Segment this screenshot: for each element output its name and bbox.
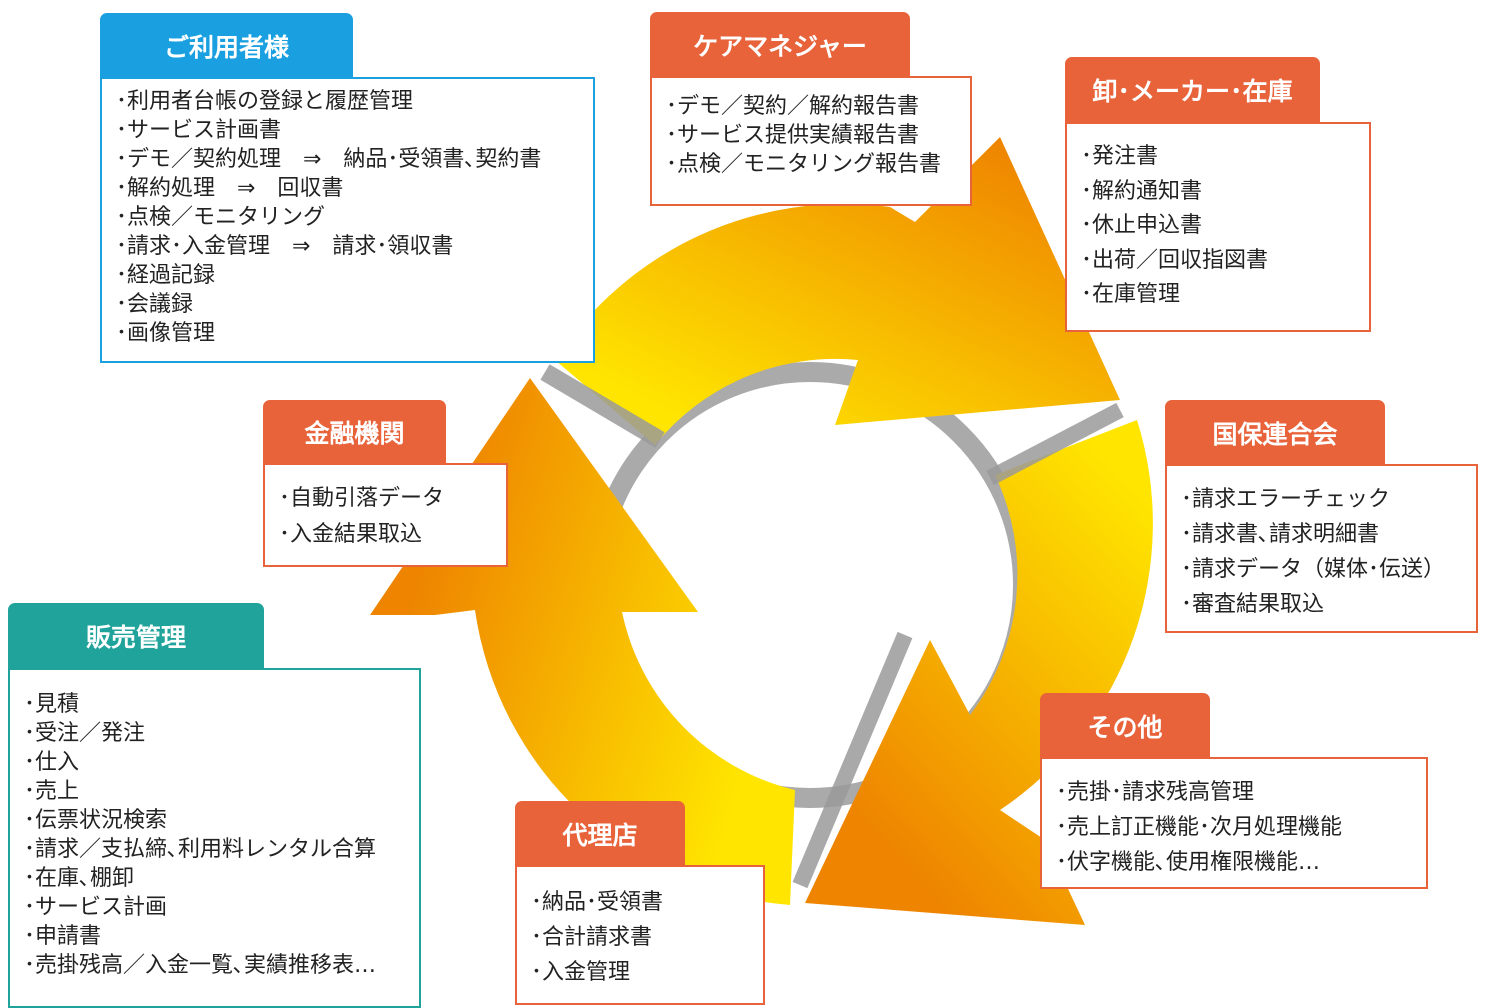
users-title: ご利用者様 bbox=[100, 13, 353, 78]
wholesale-title: 卸･メーカー･在庫 bbox=[1065, 57, 1320, 123]
kokuho-box: ･請求エラーチェック ･請求書､請求明細書 ･請求データ（媒体･伝送） ･審査結… bbox=[1165, 464, 1478, 633]
kokuho-list: ･請求エラーチェック ･請求書､請求明細書 ･請求データ（媒体･伝送） ･審査結… bbox=[1181, 482, 1462, 622]
arrow-edge-top bbox=[540, 364, 665, 448]
list-item: ･伝票状況検索 bbox=[24, 808, 168, 833]
users-box: ･利用者台帳の登録と履歴管理 ･サービス計画書 ･デモ／契約処理 ⇒ 納品･受領… bbox=[100, 77, 595, 363]
agency-box: ･納品･受領書 ･合計請求書 ･入金管理 bbox=[515, 865, 765, 1005]
care-manager-list: ･デモ／契約／解約報告書 ･サービス提供実績報告書 ･点検／モニタリング報告書 bbox=[666, 92, 956, 179]
list-item: ･サービス計画 bbox=[24, 895, 168, 920]
kokuho-title: 国保連合会 bbox=[1165, 400, 1385, 465]
list-item: ･見積 bbox=[24, 692, 80, 717]
sales-title: 販売管理 bbox=[8, 603, 264, 669]
list-item: ･請求書､請求明細書 bbox=[1181, 522, 1380, 547]
list-item: ･サービス提供実績報告書 bbox=[666, 123, 920, 148]
list-item: ･受注／発注 bbox=[24, 721, 146, 746]
list-item: ･請求データ（媒体･伝送） bbox=[1181, 557, 1446, 582]
agency-list: ･納品･受領書 ･合計請求書 ･入金管理 bbox=[531, 885, 749, 990]
list-item: ･出荷／回収指図書 bbox=[1081, 247, 1269, 273]
care-manager-title: ケアマネジャー bbox=[650, 12, 910, 77]
cycle-arrow-top bbox=[555, 137, 1120, 445]
list-item: ･経過記録 bbox=[116, 263, 216, 288]
list-item: ･デモ／契約処理 ⇒ 納品･受領書､契約書 bbox=[116, 147, 542, 172]
agency-title: 代理店 bbox=[515, 801, 685, 866]
list-item: ･納品･受領書 bbox=[531, 890, 664, 915]
cycle-arrow-right bbox=[805, 420, 1153, 925]
list-item: ･サービス計画書 bbox=[116, 118, 282, 143]
list-item: ･申請書 bbox=[24, 924, 102, 949]
list-item: ･在庫管理 bbox=[1081, 282, 1181, 307]
sales-list: ･見積 ･受注／発注 ･仕入 ･売上 ･伝票状況検索 ･請求／支払締､利用料レン… bbox=[24, 690, 405, 980]
list-item: ･在庫､棚卸 bbox=[24, 866, 135, 891]
list-item: ･利用者台帳の登録と履歴管理 bbox=[116, 89, 414, 114]
list-item: ･請求／支払締､利用料レンタル合算 bbox=[24, 837, 377, 862]
list-item: ･請求･入金管理 ⇒ 請求･領収書 bbox=[116, 234, 454, 259]
list-item: ･解約処理 ⇒ 回収書 bbox=[116, 176, 344, 201]
list-item: ･入金結果取込 bbox=[279, 522, 423, 547]
arrow-edge-right bbox=[986, 402, 1124, 486]
others-title: その他 bbox=[1040, 693, 1210, 758]
list-item: ･自動引落データ bbox=[279, 486, 445, 511]
arrow-edge-bottom bbox=[792, 631, 913, 889]
list-item: ･売上訂正機能･次月処理機能 bbox=[1056, 815, 1343, 840]
list-item: ･点検／モニタリング bbox=[116, 205, 326, 230]
finance-list: ･自動引落データ ･入金結果取込 bbox=[279, 481, 492, 553]
list-item: ･売掛残高／入金一覧､実績推移表… bbox=[24, 953, 377, 978]
list-item: ･請求エラーチェック bbox=[1181, 487, 1391, 512]
others-list: ･売掛･請求残高管理 ･売上訂正機能･次月処理機能 ･伏字機能､使用権限機能… bbox=[1056, 775, 1412, 880]
list-item: ･会議録 bbox=[116, 292, 194, 317]
others-box: ･売掛･請求残高管理 ･売上訂正機能･次月処理機能 ･伏字機能､使用権限機能… bbox=[1040, 757, 1428, 889]
list-item: ･発注書 bbox=[1081, 144, 1159, 169]
finance-box: ･自動引落データ ･入金結果取込 bbox=[263, 463, 508, 567]
wholesale-box: ･発注書 ･解約通知書 ･休止申込書 ･出荷／回収指図書 ･在庫管理 bbox=[1065, 122, 1371, 332]
sales-box: ･見積 ･受注／発注 ･仕入 ･売上 ･伝票状況検索 ･請求／支払締､利用料レン… bbox=[8, 668, 421, 1008]
list-item: ･合計請求書 bbox=[531, 925, 653, 950]
list-item: ･点検／モニタリング報告書 bbox=[666, 152, 942, 177]
care-manager-box: ･デモ／契約／解約報告書 ･サービス提供実績報告書 ･点検／モニタリング報告書 bbox=[650, 76, 972, 206]
list-item: ･仕入 bbox=[24, 750, 80, 775]
list-item: ･画像管理 bbox=[116, 321, 216, 346]
list-item: ･売上 bbox=[24, 779, 80, 804]
list-item: ･伏字機能､使用権限機能… bbox=[1056, 850, 1321, 875]
users-list: ･利用者台帳の登録と履歴管理 ･サービス計画書 ･デモ／契約処理 ⇒ 納品･受領… bbox=[116, 87, 579, 348]
list-item: ･入金管理 bbox=[531, 960, 631, 985]
list-item: ･売掛･請求残高管理 bbox=[1056, 780, 1255, 805]
list-item: ･デモ／契約／解約報告書 bbox=[666, 94, 920, 119]
wholesale-list: ･発注書 ･解約通知書 ･休止申込書 ･出荷／回収指図書 ･在庫管理 bbox=[1081, 140, 1355, 313]
list-item: ･審査結果取込 bbox=[1181, 592, 1325, 617]
finance-title: 金融機関 bbox=[263, 400, 446, 464]
list-item: ･休止申込書 bbox=[1081, 213, 1203, 238]
list-item: ･解約通知書 bbox=[1081, 178, 1203, 204]
